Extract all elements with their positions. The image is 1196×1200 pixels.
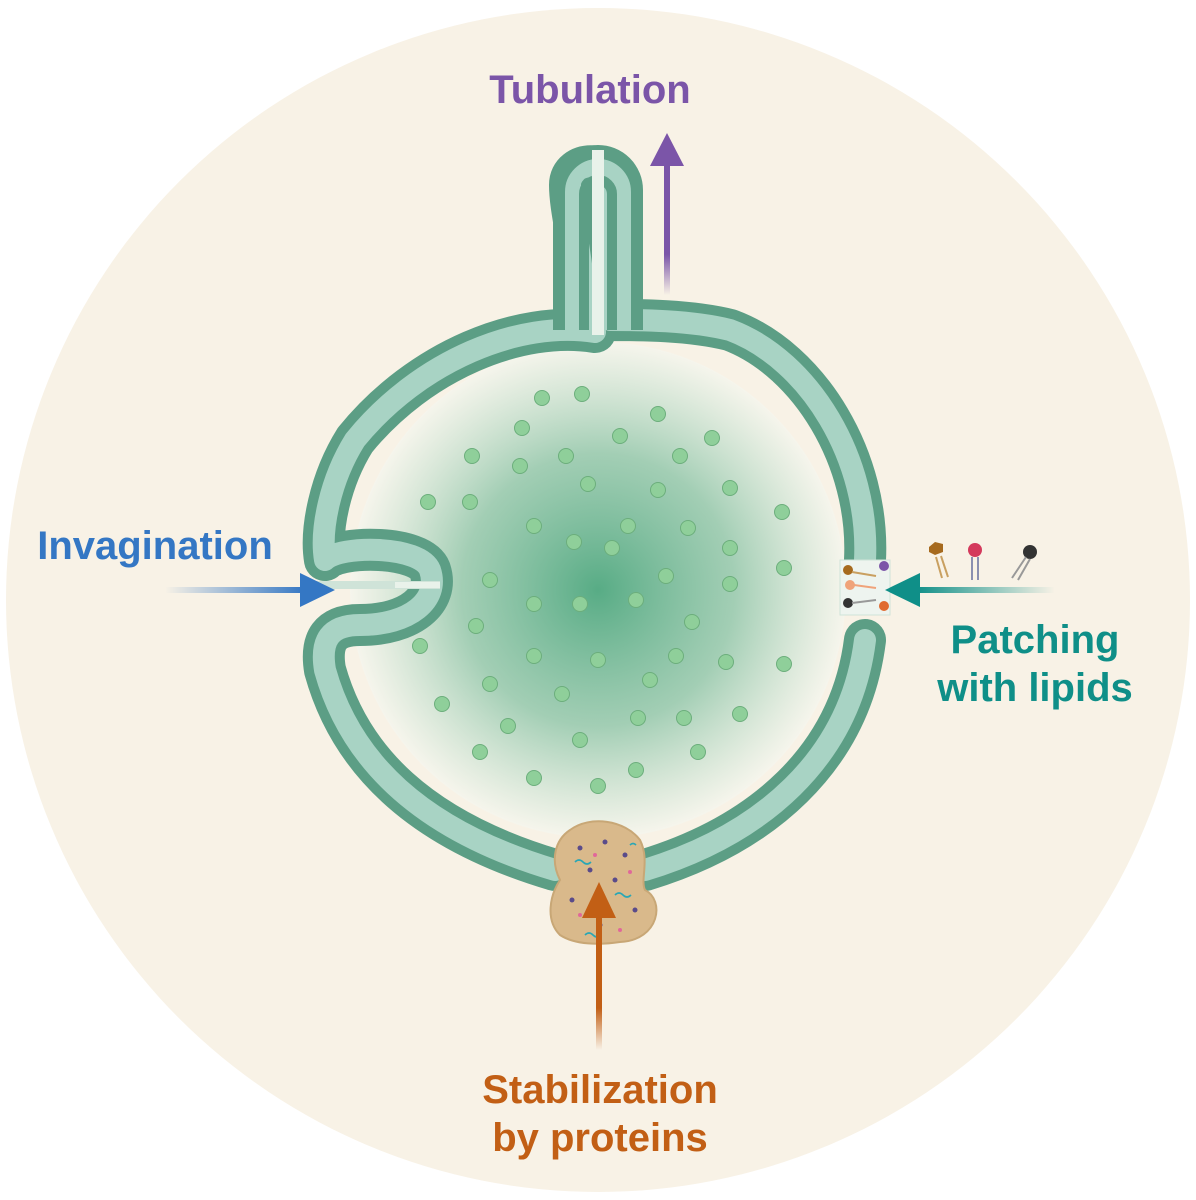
cargo-dot (534, 390, 550, 406)
tubulation-label: Tubulation (489, 68, 691, 112)
arrow-right-icon (165, 573, 335, 607)
cargo-dot (468, 618, 484, 634)
patching-label-line-2: with lipids (937, 666, 1133, 710)
patching-label-line-1: Patching (950, 618, 1120, 662)
cargo-dot (500, 718, 516, 734)
cargo-dot (774, 504, 790, 520)
cargo-dot (612, 428, 628, 444)
cargo-dot (572, 732, 588, 748)
cargo-dot (526, 648, 542, 664)
cargo-dot (472, 744, 488, 760)
cargo-dot (526, 596, 542, 612)
cargo-dot (412, 638, 428, 654)
cargo-dot (630, 710, 646, 726)
cargo-dot (628, 592, 644, 608)
cargo-dot (722, 480, 738, 496)
cargo-dot (672, 448, 688, 464)
cargo-dot (462, 494, 478, 510)
lipid-patch (839, 559, 891, 616)
cargo-dot (680, 520, 696, 536)
stabilization-label: Stabilization by proteins (430, 1066, 770, 1162)
cargo-dot (776, 656, 792, 672)
cargo-dot (690, 744, 706, 760)
cargo-dot (554, 686, 570, 702)
arrow-up-icon (650, 133, 684, 295)
arrow-up-icon (582, 882, 616, 1050)
cargo-dot (732, 706, 748, 722)
cargo-dot (676, 710, 692, 726)
membrane-tubule (553, 145, 643, 335)
vesicle-cargo-dots (412, 386, 792, 794)
cargo-dot (514, 420, 530, 436)
cargo-dot (722, 540, 738, 556)
cargo-dot (704, 430, 720, 446)
cargo-dot (482, 572, 498, 588)
cargo-dot (668, 648, 684, 664)
arrow-left-icon (885, 573, 1055, 607)
cargo-dot (572, 596, 588, 612)
patching-label: Patching with lipids (910, 616, 1160, 712)
cargo-dot (620, 518, 636, 534)
cargo-dot (574, 386, 590, 402)
lipid-molecule-icon (843, 561, 889, 611)
cargo-dot (590, 778, 606, 794)
cargo-dot (590, 652, 606, 668)
cargo-dot (684, 614, 700, 630)
cargo-dot (628, 762, 644, 778)
protein-aggregate-icon (549, 820, 658, 945)
cargo-dot (434, 696, 450, 712)
stabilization-label-line-1: Stabilization (482, 1068, 718, 1112)
cargo-dot (566, 534, 582, 550)
cargo-dot (650, 482, 666, 498)
cargo-dot (658, 568, 674, 584)
cargo-dot (482, 676, 498, 692)
cargo-dot (420, 494, 436, 510)
stabilization-label-line-2: by proteins (492, 1116, 708, 1160)
cargo-dot (558, 448, 574, 464)
cargo-dot (512, 458, 528, 474)
cargo-dot (642, 672, 658, 688)
cargo-dot (604, 540, 620, 556)
cargo-dot (650, 406, 666, 422)
cargo-dot (526, 518, 542, 534)
cargo-dot (718, 654, 734, 670)
cargo-dot (526, 770, 542, 786)
cargo-dot (722, 576, 738, 592)
cargo-dot (776, 560, 792, 576)
invagination-label: Invagination (37, 524, 273, 568)
cargo-dot (464, 448, 480, 464)
lipid-molecule-icon (929, 542, 1037, 581)
cargo-dot (580, 476, 596, 492)
